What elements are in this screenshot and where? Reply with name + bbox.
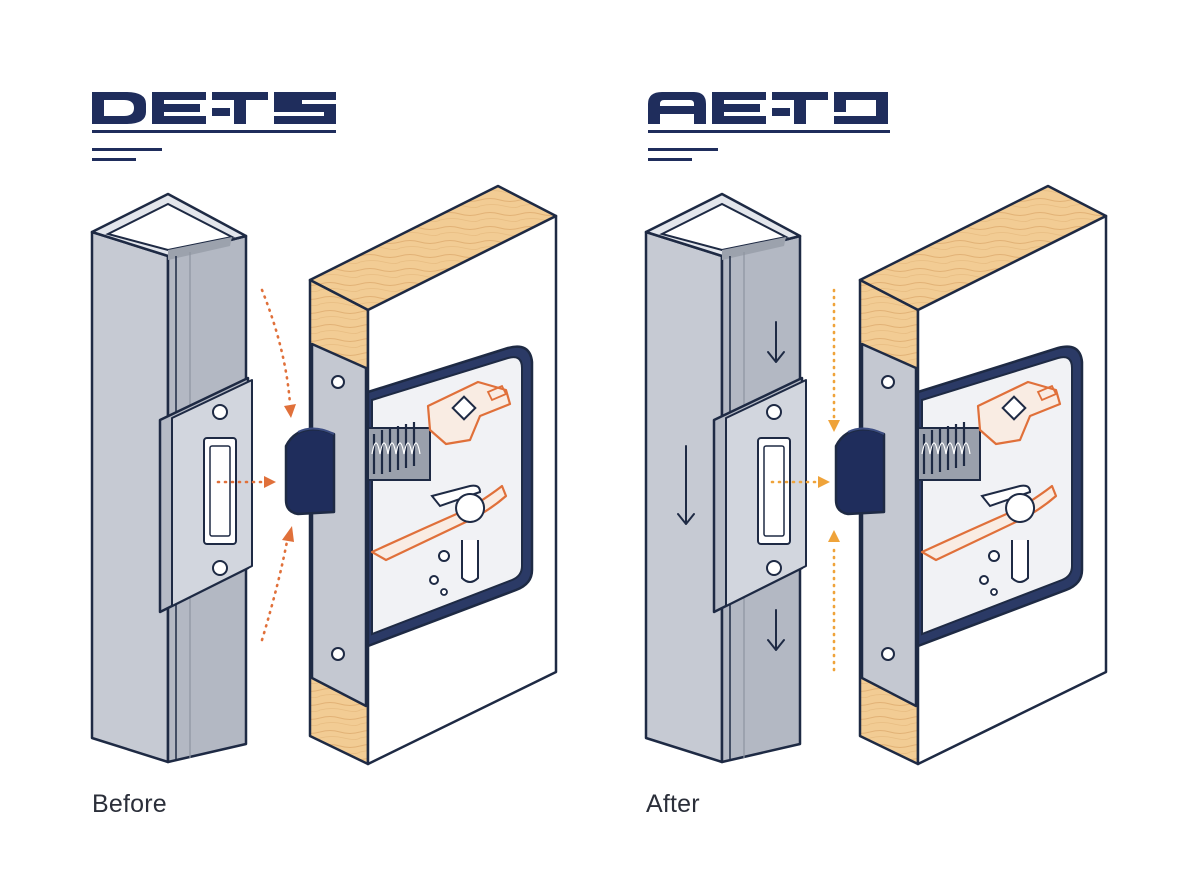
after-alignment-arrows	[770, 288, 836, 672]
before-wordmark-icon	[92, 90, 336, 161]
before-caption: Before	[92, 790, 167, 818]
before-misalignment-arrows	[216, 288, 292, 642]
after-arrowheads	[818, 420, 840, 542]
before-door-lock	[284, 184, 558, 766]
after-panel	[644, 92, 1108, 766]
before-panel	[90, 90, 558, 766]
after-caption: After	[646, 790, 700, 818]
after-door-lock	[834, 184, 1108, 766]
before-arrowheads	[264, 404, 296, 542]
after-wordmark-icon	[648, 92, 890, 161]
after-down-arrow-icons	[677, 321, 785, 651]
